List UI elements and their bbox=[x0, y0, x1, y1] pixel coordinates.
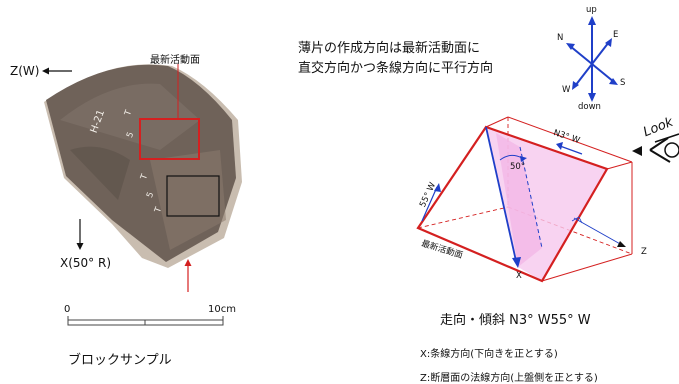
strike-dip-value: 走向・傾斜 N3° W55° W bbox=[440, 313, 591, 328]
fault-block-diagram bbox=[416, 116, 633, 283]
z-arrowhead-icon bbox=[42, 67, 49, 75]
compass-up-label: up bbox=[586, 5, 597, 15]
note-x-direction: X:条線方向(下向きを正とする) bbox=[420, 349, 558, 360]
look-viewer-icon bbox=[632, 133, 679, 163]
compass-rose bbox=[566, 16, 618, 102]
scale-bar bbox=[67, 316, 224, 326]
compass-n-label: N bbox=[557, 33, 564, 43]
block-sample-caption: ブロックサンプル bbox=[68, 353, 172, 368]
compass-e-label: E bbox=[613, 30, 619, 40]
x-arrowhead-icon bbox=[76, 243, 84, 250]
slip-plane-region-box bbox=[139, 118, 200, 160]
rock-photo bbox=[44, 64, 242, 268]
description-line-1: 薄片の作成方向は最新活動面に bbox=[298, 41, 481, 56]
scale-end-label: 10cm bbox=[208, 304, 236, 315]
slip-plane-photo-label: 最新活動面 bbox=[150, 55, 200, 66]
description-line-2: 直交方向かつ条線方向に平行方向 bbox=[298, 61, 494, 76]
x-vector-label: X bbox=[516, 271, 522, 281]
z-axis-label: Z(W) bbox=[10, 64, 40, 78]
thin-section-region-box bbox=[166, 175, 220, 217]
compass-down-label: down bbox=[578, 102, 601, 112]
dip-angle-label: 50° bbox=[510, 162, 526, 172]
scale-zero-label: 0 bbox=[64, 304, 71, 315]
compass-s-label: S bbox=[620, 78, 626, 88]
compass-w-label: W bbox=[562, 85, 571, 95]
red-arrowhead-icon bbox=[184, 259, 192, 266]
x-axis-label: X(50° R) bbox=[60, 256, 112, 270]
z-vector-label: Z bbox=[641, 247, 647, 257]
